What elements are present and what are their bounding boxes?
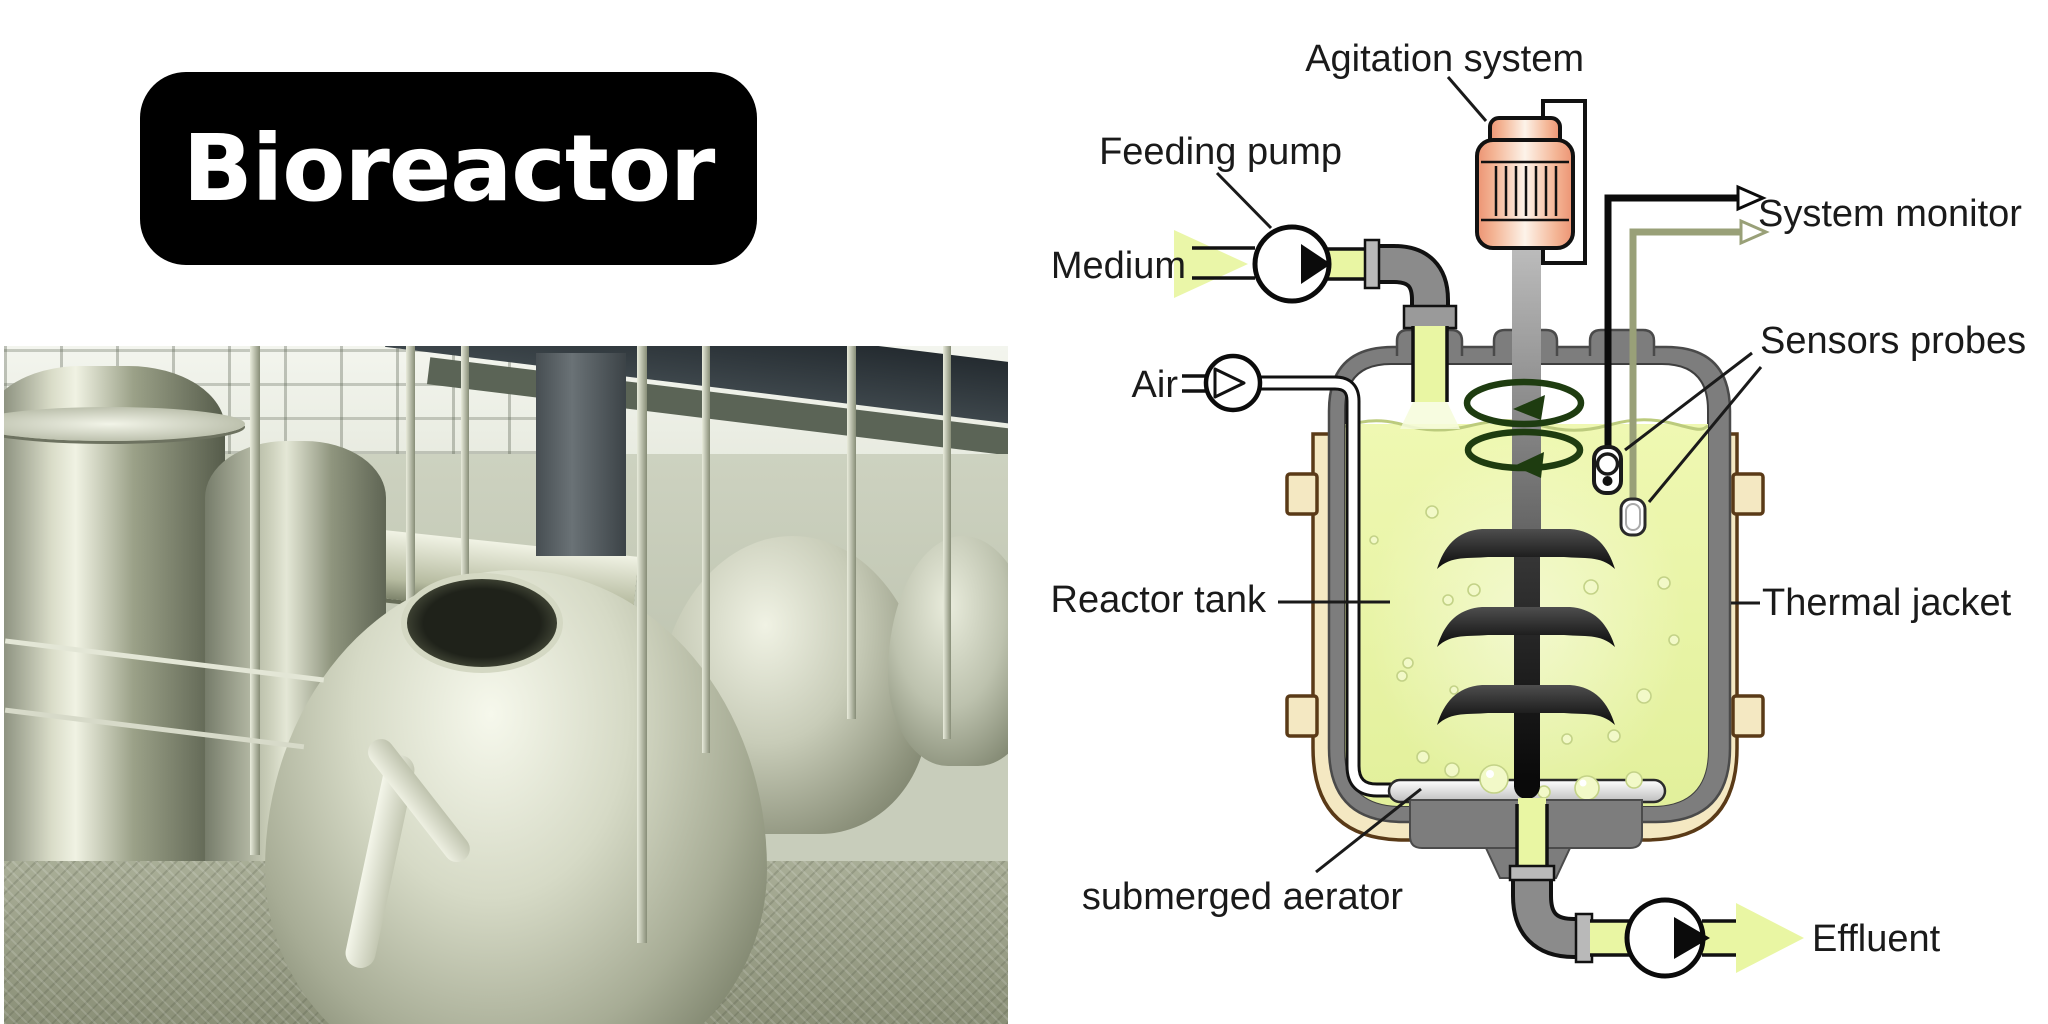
jacket-tab [1731,472,1765,516]
label-air: Air [1132,364,1179,406]
air-inlet [1182,353,1263,413]
jacket-tab [1285,694,1319,738]
photo-pipe [636,346,647,943]
agitation-motor [1475,99,1587,265]
label-feeding-pump: Feeding pump [1099,131,1342,173]
sensor-probe-1 [1592,445,1623,495]
air-sparge-pipe [1258,375,1392,798]
effluent-line [1409,798,1804,979]
impeller-blades [1437,529,1615,725]
photo-tank-left-rim [4,407,245,441]
effluent-flow-arrow [1736,903,1804,973]
sensor-probe-2 [1619,497,1647,537]
title-badge: Bioreactor [140,72,757,265]
pipe-flange [1508,864,1556,882]
photo-pipe [847,346,857,719]
effluent-pump-rotor-icon [1674,917,1710,959]
label-medium: Medium [1051,245,1186,287]
monitor-arrow-black-icon [1736,184,1767,212]
monitor-arrow-olive-icon [1739,218,1770,246]
label-thermal-jacket: Thermal jacket [1762,582,2012,624]
sensor-lines [1592,184,1770,537]
air-valve-icon [1213,367,1246,399]
callout-lines [1215,76,1763,874]
jacket-tab [1731,694,1765,738]
label-agitation-system: Agitation system [1305,38,1584,80]
photo-manway-ring [400,573,564,674]
agitator-shaft [1512,247,1541,799]
plant-photo [4,346,1008,1024]
label-effluent: Effluent [1812,918,1941,960]
photo-pipe [942,346,951,740]
medium-feed-line [1174,224,1460,429]
bioreactor-schematic: Agitation system Feeding pump Medium Air… [1024,0,2048,1024]
label-system-monitor: System monitor [1758,193,2022,235]
jacket-tab [1285,472,1319,516]
schematic-svg: Agitation system Feeding pump Medium Air… [1051,38,2026,979]
photo-agitator-motor [536,352,627,557]
feed-pour-glow [1400,400,1460,429]
photo-pipe [249,346,260,855]
label-sensors-probes: Sensors probes [1760,320,2026,362]
photo-pipe [701,346,710,753]
page-title: Bioreactor [182,115,716,222]
rotation-arrows [1463,378,1585,478]
feeding-pump-rotor-icon [1301,244,1331,284]
label-submerged-aerator: submerged aerator [1082,876,1403,918]
pipe-flange [1574,912,1594,964]
pipe-flange [1363,238,1381,290]
label-reactor-tank: Reactor tank [1051,579,1267,621]
pipe-flange [1402,304,1458,330]
